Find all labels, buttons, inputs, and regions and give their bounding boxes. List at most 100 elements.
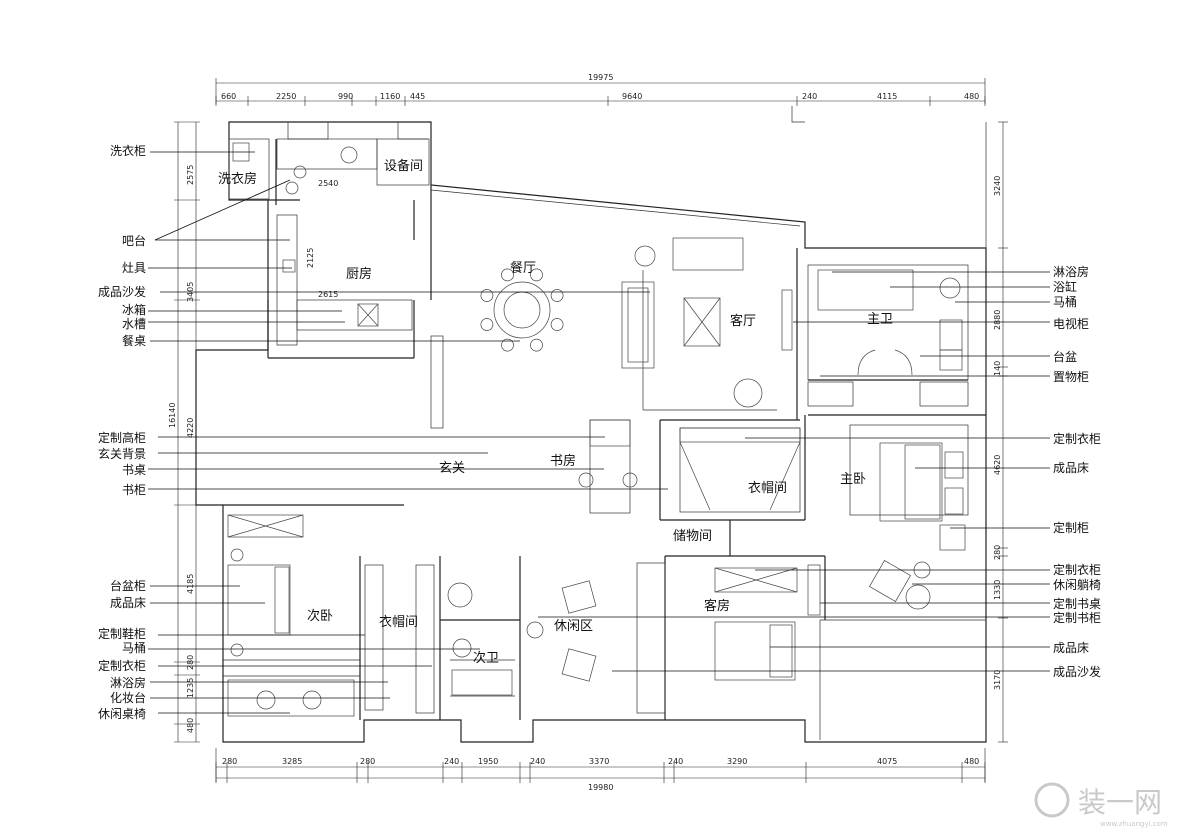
right-dim-segment: 140: [993, 361, 1002, 376]
right-dim-segment: 1330: [993, 580, 1002, 600]
top-dim-segment: 990: [338, 92, 353, 101]
label-r-sofa: 成品沙发: [1053, 664, 1101, 679]
top-dim-segment: 1160: [380, 92, 400, 101]
room-master-bedroom: 主卧: [840, 472, 866, 487]
label-fridge: 冰箱: [122, 302, 146, 317]
bottom-dim-segment: 240: [530, 757, 545, 766]
dining-chair: [501, 268, 514, 282]
left-dim-segment: 4220: [186, 418, 195, 438]
label-stove: 灶具: [122, 261, 146, 275]
label-r-toilet: 马桶: [1053, 294, 1077, 309]
label-r-basin: 台盆: [1053, 349, 1077, 364]
label-shoe-cabinet: 定制鞋柜: [98, 626, 146, 641]
room-second-bedroom: 次卧: [307, 608, 333, 624]
label-r-shower: 淋浴房: [1053, 264, 1089, 279]
second-bed: [227, 564, 291, 636]
dining-chair: [501, 338, 514, 352]
dining-chair: [480, 289, 494, 302]
room-living: 客厅: [730, 313, 756, 329]
label-r-desk: 定制书桌: [1053, 596, 1101, 611]
label-tall-cabinet: 定制高柜: [98, 430, 146, 445]
right-dim-segment: 3240: [993, 176, 1002, 196]
label-r-tv-cabinet: 电视柜: [1053, 316, 1089, 331]
top-dim-segment: 2250: [276, 92, 296, 101]
watermark-text: 装一网: [1078, 786, 1162, 819]
room-storage: 储物间: [673, 529, 712, 544]
right-dim-segment: 280: [993, 545, 1002, 560]
bottom-dim-segment: 480: [964, 757, 979, 766]
label-r-wardrobe-1: 定制衣柜: [1053, 431, 1101, 446]
top-dim-segment: 445: [410, 92, 425, 101]
room-kitchen: 厨房: [346, 266, 372, 282]
right-label-column: 淋浴房 浴缸 马桶 电视柜 台盆 置物柜 定制衣柜 成品床 定制柜 定制衣柜 休…: [1053, 264, 1101, 679]
label-sink: 水槽: [122, 317, 146, 331]
label-bar-counter: 吧台: [122, 233, 146, 248]
label-basin-cabinet: 台盆柜: [110, 578, 146, 593]
bottom-dim-segment: 1950: [478, 757, 498, 766]
room-guest: 客房: [704, 598, 730, 614]
left-total-dim: 16140: [168, 403, 177, 428]
dining-chair: [480, 318, 494, 331]
watermark-url: www.zhuangyi.com: [1100, 820, 1168, 828]
room-leisure: 休闲区: [554, 619, 593, 634]
sofa: [621, 281, 655, 369]
label-desk: 书桌: [122, 463, 146, 477]
bottom-dim-segment: 240: [444, 757, 459, 766]
label-toilet: 马桶: [122, 640, 146, 655]
room-cloakroom-2: 衣帽间: [379, 614, 418, 630]
top-total-dim: 19975: [588, 73, 613, 82]
label-wardrobe: 定制衣柜: [98, 658, 146, 673]
label-dresser: 化妆台: [110, 690, 146, 705]
left-dim-segment: 4185: [186, 574, 195, 594]
label-dining-table: 餐桌: [122, 333, 146, 348]
bottom-dim-segment: 3285: [282, 757, 302, 766]
dining-chair: [530, 338, 543, 352]
room-master-bath: 主卫: [867, 312, 893, 327]
dining-table: [493, 281, 551, 339]
master-bed: [879, 442, 943, 522]
label-r-wardrobe-2: 定制衣柜: [1053, 562, 1101, 577]
dining-chair: [550, 289, 564, 302]
dimension-lines: [174, 78, 1008, 783]
inner-dim-2615: 2615: [318, 290, 338, 299]
left-dim-segment: 280: [186, 655, 195, 670]
top-dim-segment: 240: [802, 92, 817, 101]
label-r-bathtub: 浴缸: [1053, 279, 1077, 294]
label-r-bed-1: 成品床: [1053, 461, 1089, 475]
right-dim-segment: 2880: [993, 310, 1002, 330]
inner-dim-2540: 2540: [318, 179, 338, 188]
label-r-storage: 置物柜: [1053, 370, 1089, 384]
bottom-dim-segment: 3370: [589, 757, 609, 766]
left-label-column: 洗衣柜 吧台 灶具 成品沙发 冰箱 水槽 餐桌 定制高柜 玄关背景 书桌 书柜 …: [98, 143, 146, 721]
leader-line-bar: [154, 179, 291, 241]
bottom-dim-segment: 3290: [727, 757, 747, 766]
room-second-bath: 次卫: [473, 650, 499, 666]
room-dining: 餐厅: [510, 260, 536, 276]
label-r-bed-2: 成品床: [1053, 641, 1089, 655]
label-r-lounge-chair: 休闲躺椅: [1053, 577, 1101, 592]
bottom-total-dim: 19980: [588, 783, 613, 792]
watermark-logo-icon: [1034, 782, 1070, 818]
right-dim-segment: 4620: [993, 455, 1002, 475]
top-dim-segment: 480: [964, 92, 979, 101]
left-dim-segment: 480: [186, 718, 195, 733]
label-bed: 成品床: [110, 596, 146, 610]
label-r-bookcase: 定制书柜: [1053, 610, 1101, 625]
left-dim-segment: 3405: [186, 282, 195, 302]
label-shower: 淋浴房: [110, 675, 146, 690]
label-sofa: 成品沙发: [98, 284, 146, 299]
label-leisure-set: 休闲桌椅: [98, 707, 146, 721]
inner-dim-2125: 2125: [306, 248, 315, 268]
left-dim-segment: 1235: [186, 678, 195, 698]
room-laundry: 洗衣房: [218, 171, 257, 187]
leader-lines: [148, 151, 1050, 714]
bottom-dim-segment: 280: [222, 757, 237, 766]
label-laundry-cabinet: 洗衣柜: [110, 143, 146, 158]
label-foyer-backdrop: 玄关背景: [98, 446, 146, 461]
top-dim-segment: 4115: [877, 92, 897, 101]
bottom-dim-segment: 280: [360, 757, 375, 766]
label-bookcase: 书柜: [122, 483, 146, 497]
furniture: [227, 142, 966, 717]
guest-bed: [714, 621, 796, 681]
